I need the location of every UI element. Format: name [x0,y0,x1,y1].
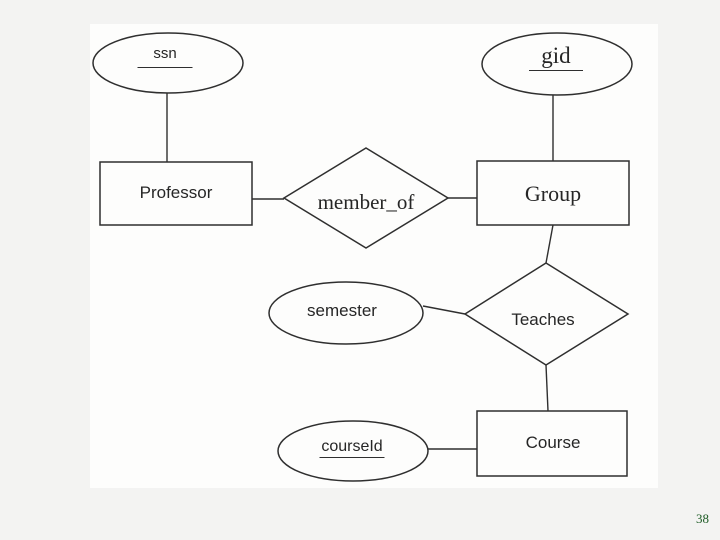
gid-attribute-ellipse [481,32,633,96]
connector-semester-teaches [422,305,466,315]
ssn-attribute-ellipse [92,32,244,94]
courseid-attribute-ellipse [277,420,429,482]
professor-entity-box [99,161,253,226]
member-of-relationship-label: member_of [317,190,415,214]
courseid-key-underline [319,457,385,458]
gid-text: gid [541,43,571,68]
page-number: 38 [696,511,709,526]
professor-entity-label: Professor [139,183,213,202]
semester-attribute-label: semester [307,301,377,320]
connector-group-teaches [545,224,554,264]
course-entity-label: Course [525,433,581,452]
courseid-text: courseId [321,438,383,455]
connector-teaches-course [545,364,549,412]
diagram-shapes [92,32,633,482]
teaches-relationship-label: Teaches [511,310,575,329]
ssn-attribute-label: ssn [137,45,193,68]
member-of-relationship-diamond [282,147,450,249]
group-entity-label: Group [524,181,582,206]
gid-key-underline [529,70,583,71]
group-entity-box [476,160,630,226]
semester-attribute-ellipse [268,281,424,345]
courseid-attribute-label: courseId [319,437,385,458]
teaches-relationship-diamond [463,262,630,366]
ssn-text: ssn [153,45,177,62]
gid-attribute-label: gid [529,43,583,71]
ssn-key-underline [137,67,193,68]
course-entity-box [476,410,628,477]
er-diagram-canvas: ssn gid semester courseId Professor Grou… [90,24,658,488]
